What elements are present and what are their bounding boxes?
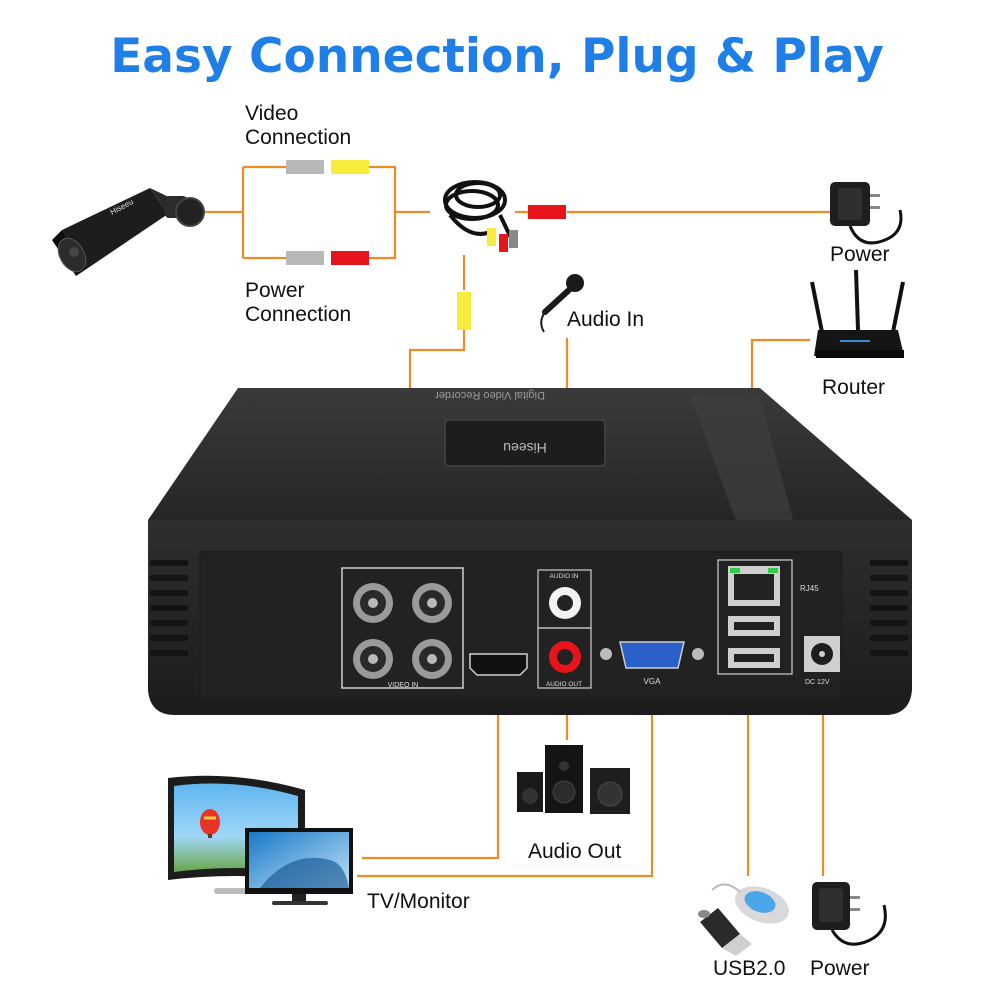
label-power-connection-2: Connection [245,303,351,326]
hdmi-port [469,653,528,676]
grey-plug-bottom [286,251,324,265]
power-plug-bottom [331,251,369,265]
bnc-cable-icon [443,180,518,252]
port-dc-label: DC 12V [805,679,830,686]
label-router: Router [822,376,885,399]
labels: Video Connection Power Connection Power … [245,102,890,980]
wire-hdmi [362,672,500,860]
port-rj45-label: RJ45 [800,584,819,593]
wire-vga [357,672,654,878]
label-power-top: Power [830,243,890,266]
microphone-icon [540,274,584,333]
port-audio-out-label: AUDIO OUT [546,681,582,688]
port-audio-in-label: AUDIO IN [550,573,579,580]
video-plug-vertical [457,292,471,330]
page-title: Easy Connection, Plug & Play [110,29,884,84]
wire-split-bottom-right [365,212,397,260]
dvr-device: Hiseeu Digital Video Recorder VIDEO IN A… [148,388,912,715]
speakers-icon [517,745,630,814]
grey-plug-top [286,160,324,174]
dvr-subtitle-text: Digital Video Recorder [435,389,545,401]
label-power-bottom: Power [810,957,870,980]
router-icon [810,269,905,358]
port-vga-label: VGA [644,677,662,686]
vga-port [619,641,685,669]
bullet-camera-icon: Hiseeu [52,188,205,276]
label-video-connection-2: Connection [245,126,351,149]
power-plug-right [528,205,566,219]
label-usb: USB2.0 [713,957,785,980]
usb-mouse-icon [698,883,789,956]
vent-right [870,560,908,656]
label-tv-monitor: TV/Monitor [367,890,470,913]
power-adapter-icon [830,182,903,245]
tv-monitor-icon [168,775,353,905]
wire-split-top-right [365,165,430,214]
video-plug-top [331,160,369,174]
plug-markers [286,160,566,330]
port-video-in-label: VIDEO IN [388,682,419,689]
bnc-ports [353,583,452,679]
label-power-connection-1: Power [245,279,305,302]
dvr-logo-badge [444,419,606,467]
dvr-brand-text: Hiseeu [503,440,547,456]
label-video-connection-1: Video [245,102,298,125]
power-adapter-bottom-icon [812,882,887,946]
label-audio-out: Audio Out [528,840,622,863]
label-audio-in: Audio In [567,308,644,331]
vent-left [150,560,188,656]
